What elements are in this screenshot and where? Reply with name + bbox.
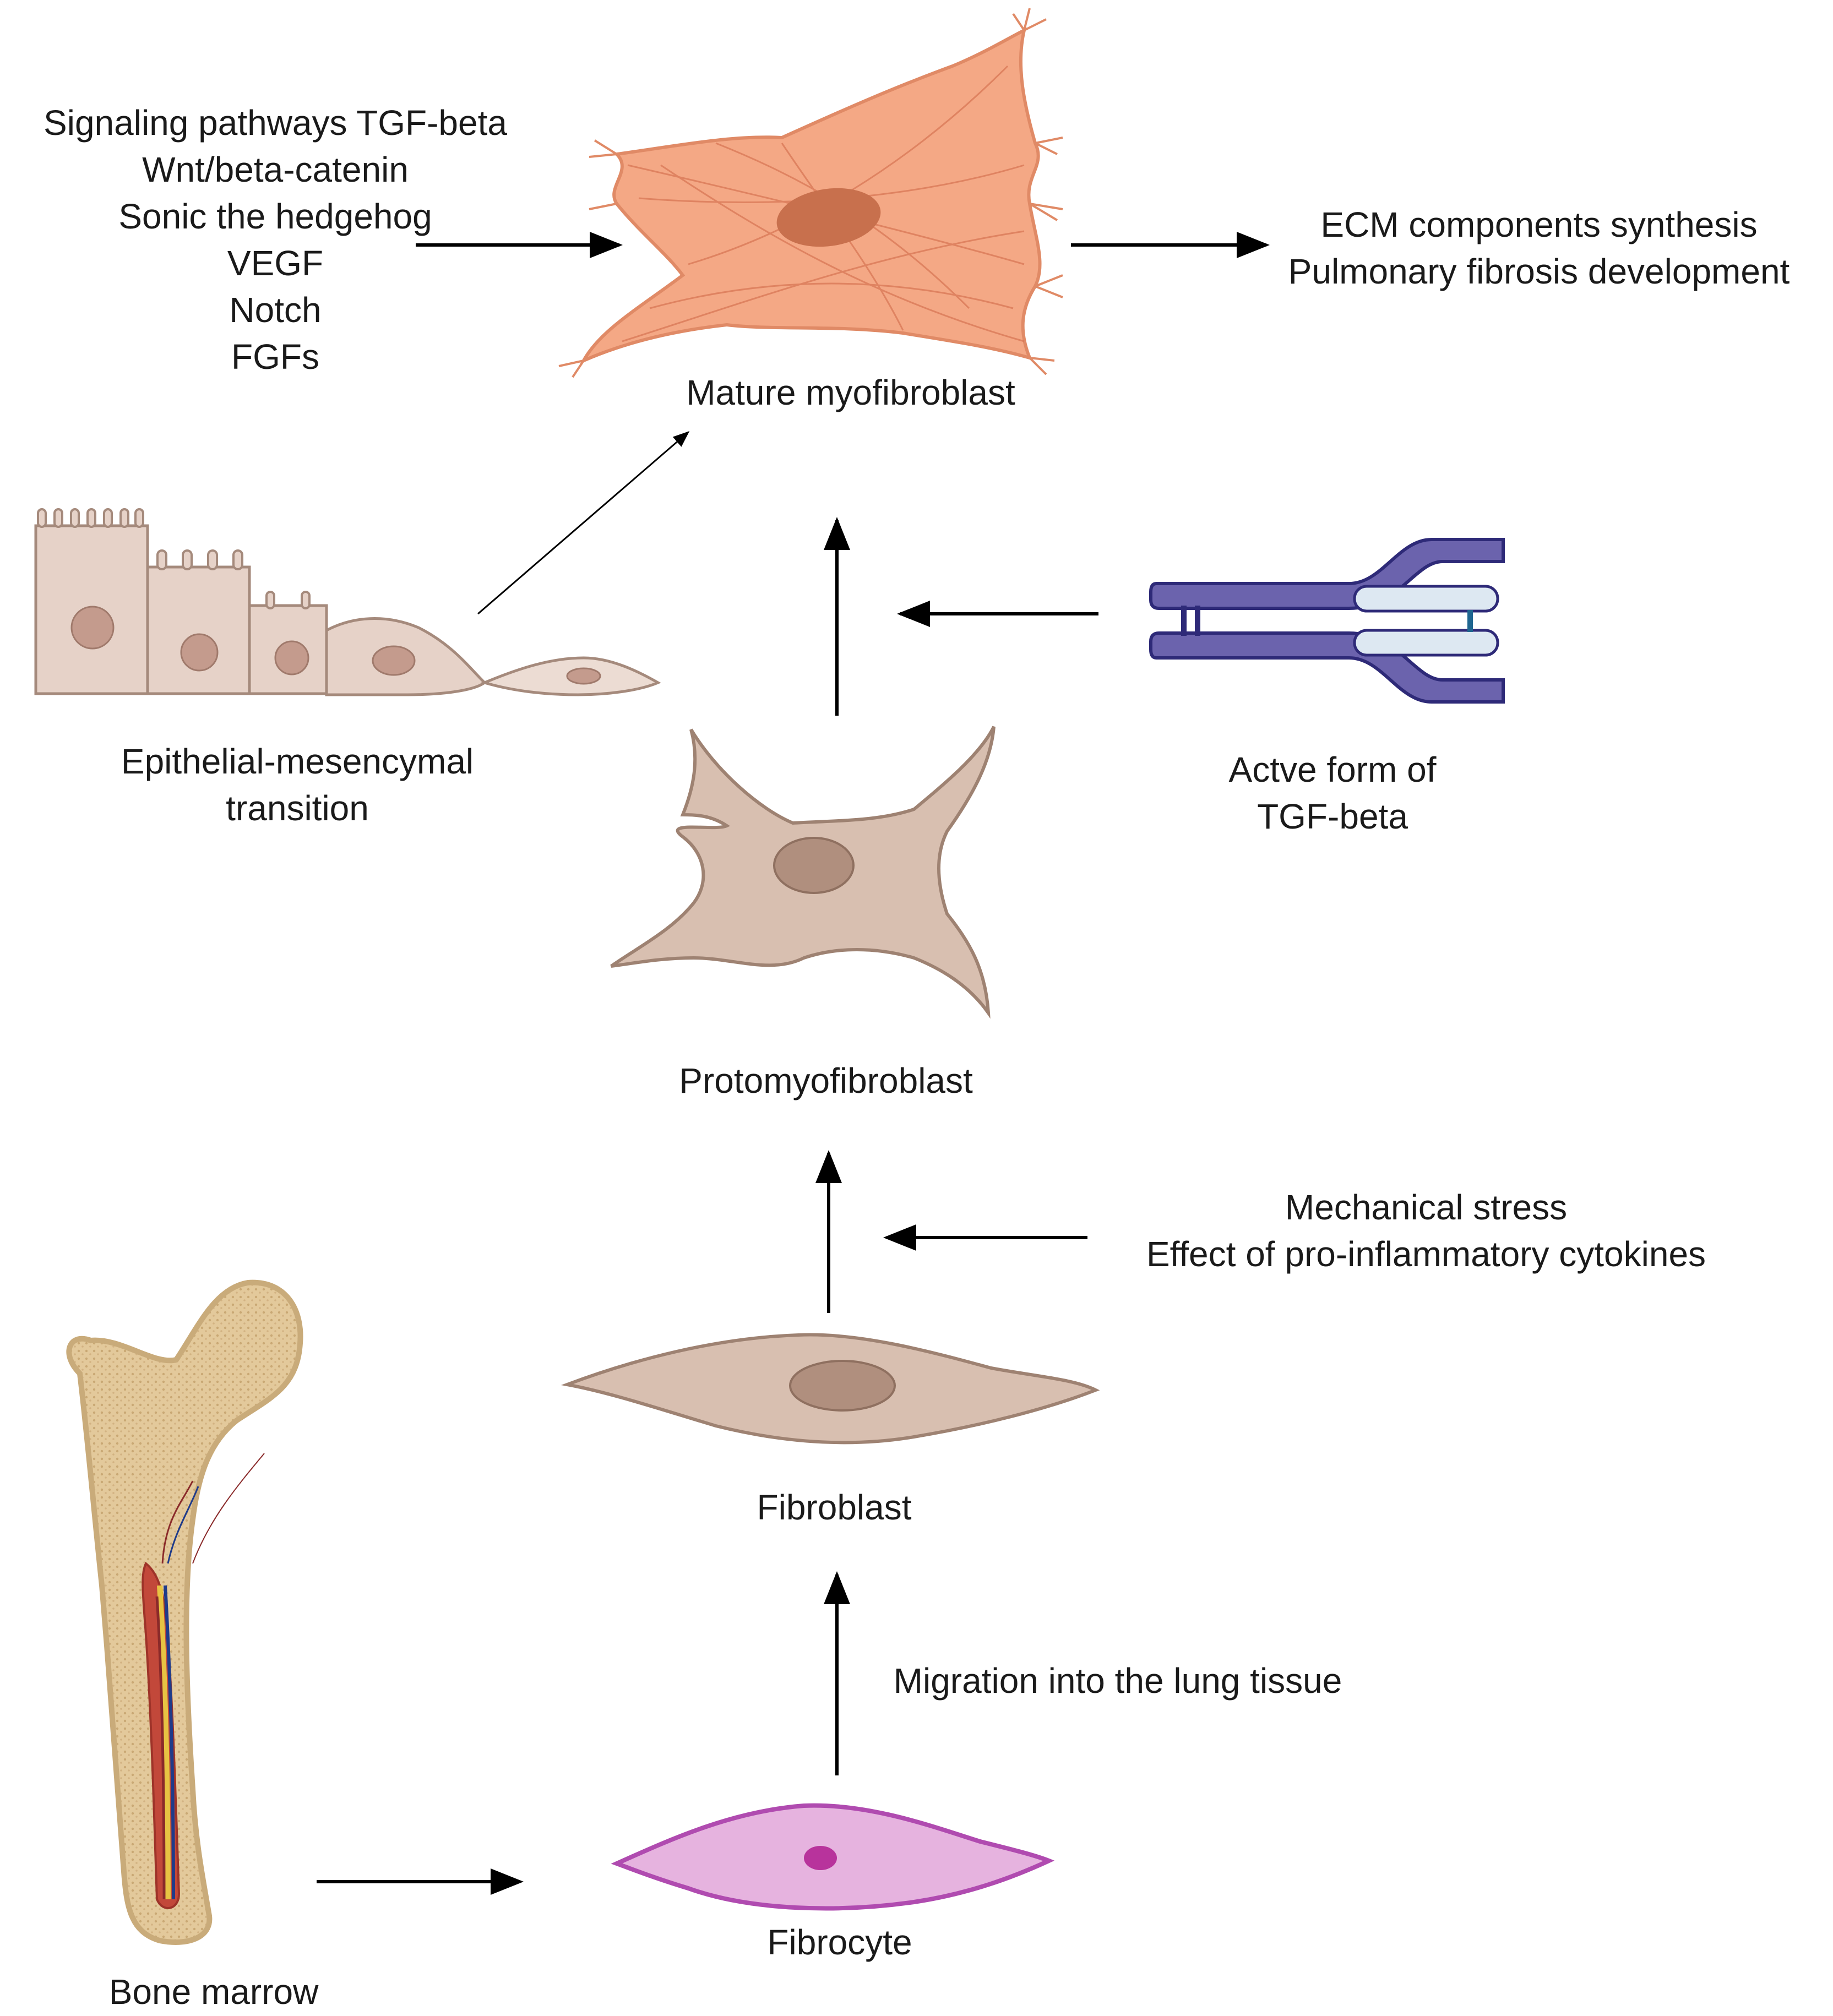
bone-marrow-label: Bone marrow [109, 1972, 319, 2012]
outcome-label: ECM components synthesis Pulmonary fibro… [1288, 205, 1790, 291]
mature-myofibroblast-label: Mature myofibroblast [686, 373, 1015, 412]
tgf-beta-label: Actve form of TGF-beta [1229, 750, 1437, 836]
emt-line-1: Epithelial-mesencymal [121, 742, 474, 781]
signaling-line-5: Notch [229, 290, 321, 330]
arrow-emt-to-myofibroblast [477, 431, 690, 615]
arrows [317, 232, 1270, 1895]
tgf-line-1: Actve form of [1229, 750, 1437, 789]
signaling-line-4: VEGF [227, 243, 323, 283]
myofibroblast-cell-icon [558, 8, 1063, 378]
protomyofibroblast-label: Protomyofibroblast [679, 1061, 973, 1100]
outcome-line-1: ECM components synthesis [1320, 205, 1757, 244]
migration-label: Migration into the lung tissue [894, 1661, 1342, 1701]
fibrocyte-label: Fibrocyte [767, 1922, 912, 1962]
fibrocyte-nucleus [804, 1846, 837, 1870]
stress-line-1: Mechanical stress [1285, 1187, 1567, 1227]
fibrocyte-cell-icon [611, 1803, 1055, 1911]
fibroblast-label: Fibroblast [757, 1488, 912, 1527]
emt-line-2: transition [226, 788, 369, 828]
tgf-line-2: TGF-beta [1257, 797, 1408, 836]
protomyofibroblast-nucleus [773, 837, 855, 894]
protomyofibroblast-cell-icon [610, 726, 996, 1019]
signaling-pathways-label: Signaling pathways TGF-beta Wnt/beta-cat… [43, 103, 507, 377]
emt-label: Epithelial-mesencymal transition [121, 742, 474, 828]
signaling-line-6: FGFs [231, 337, 319, 377]
epithelial-cells-icon [34, 508, 661, 696]
stress-label: Mechanical stress Effect of pro-inflamma… [1146, 1187, 1706, 1274]
outcome-line-2: Pulmonary fibrosis development [1288, 252, 1790, 291]
signaling-line-2: Wnt/beta-catenin [142, 150, 409, 189]
tgf-beta-receptor-icon [1149, 538, 1505, 704]
fibroblast-nucleus [789, 1360, 896, 1412]
fibroblast-cell-icon [561, 1333, 1100, 1445]
bone-icon [66, 1279, 303, 1945]
signaling-line-1: Signaling pathways TGF-beta [43, 103, 507, 143]
stress-line-2: Effect of pro-inflammatory cytokines [1146, 1234, 1706, 1274]
myofibroblast-nucleus [776, 188, 881, 247]
signaling-line-3: Sonic the hedgehog [118, 197, 432, 236]
